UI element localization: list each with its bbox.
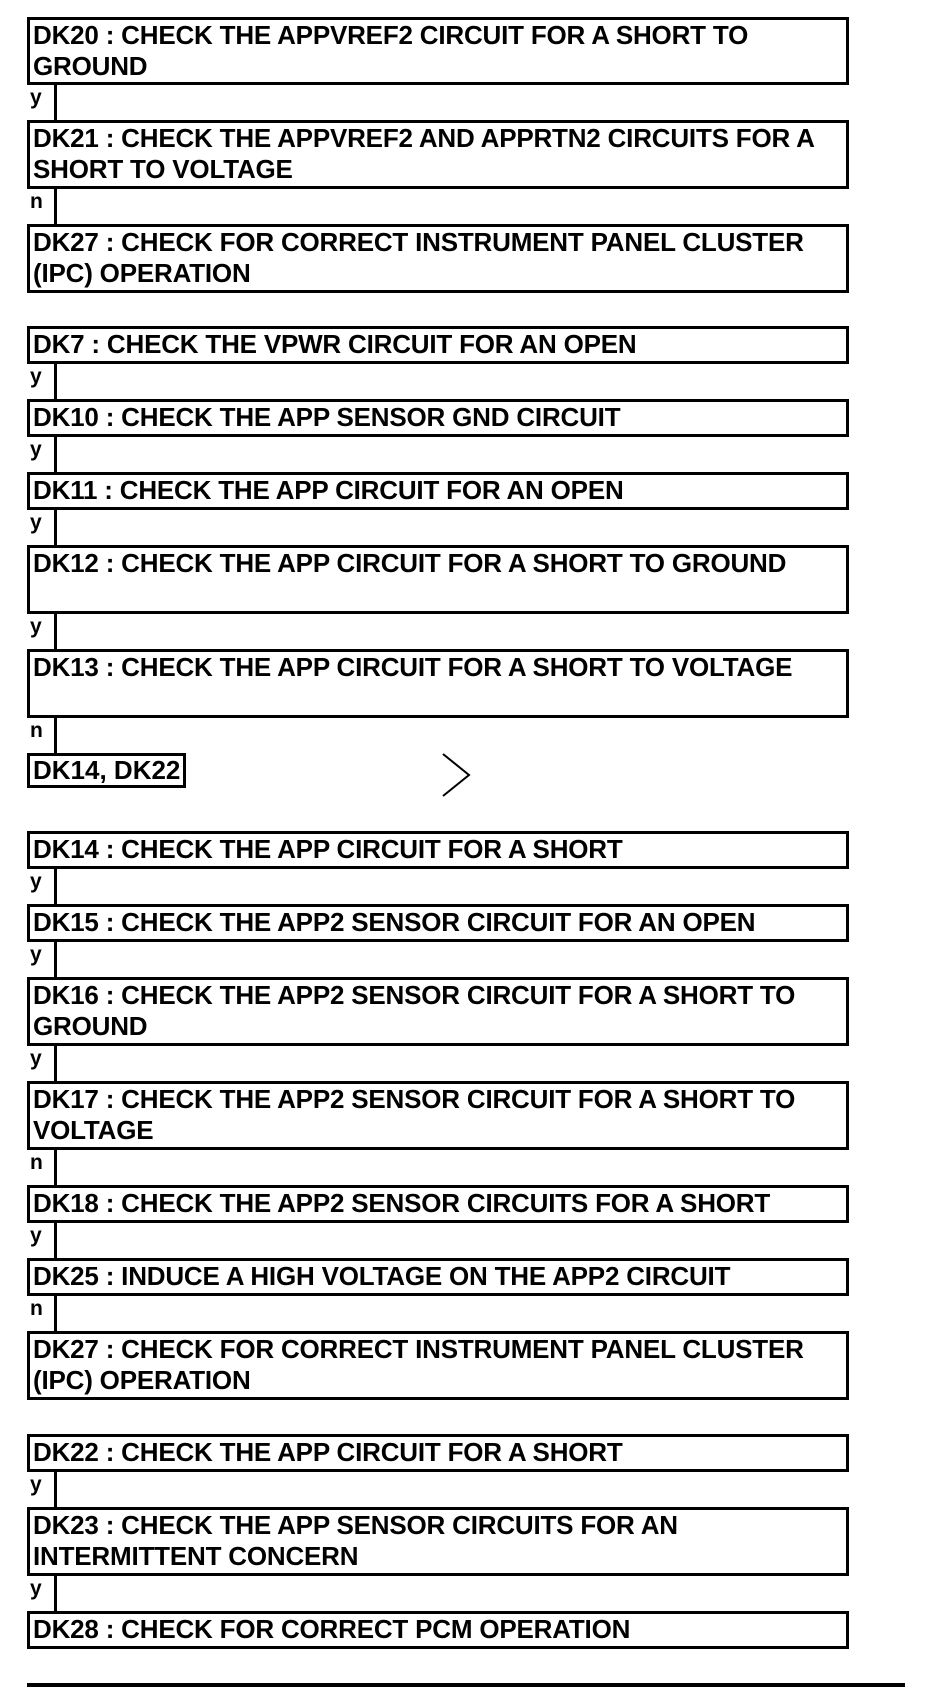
node-dk23: DK23 : CHECK THE APP SENSOR CIRCUITS FOR… [27,1507,849,1576]
node-dk17: DK17 : CHECK THE APP2 SENSOR CIRCUIT FOR… [27,1081,849,1150]
connector [54,510,57,545]
connector [54,718,57,753]
chevron-right-icon [442,753,471,797]
node-dk22: DK22 : CHECK THE APP CIRCUIT FOR A SHORT [27,1434,849,1472]
connector [54,869,57,904]
edge-label: n [30,190,43,213]
node-dk15: DK15 : CHECK THE APP2 SENSOR CIRCUIT FOR… [27,904,849,942]
reference-box: DK14, DK22 [27,753,187,788]
bottom-divider [27,1683,905,1687]
edge-label: n [30,1297,43,1320]
node-dk13: DK13 : CHECK THE APP CIRCUIT FOR A SHORT… [27,649,849,718]
connector [54,1296,57,1331]
edge-label: y [30,1047,42,1070]
connector [54,364,57,399]
connector [54,942,57,977]
connector [54,1150,57,1185]
edge-label: y [30,1224,42,1247]
node-dk11: DK11 : CHECK THE APP CIRCUIT FOR AN OPEN [27,472,849,510]
node-dk18: DK18 : CHECK THE APP2 SENSOR CIRCUITS FO… [27,1185,849,1223]
edge-label: n [30,1151,43,1174]
connector [54,1223,57,1258]
node-dk28: DK28 : CHECK FOR CORRECT PCM OPERATION [27,1611,849,1649]
node-dk7: DK7 : CHECK THE VPWR CIRCUIT FOR AN OPEN [27,326,849,364]
node-dk27b: DK27 : CHECK FOR CORRECT INSTRUMENT PANE… [27,1331,849,1400]
node-dk10: DK10 : CHECK THE APP SENSOR GND CIRCUIT [27,399,849,437]
node-dk20: DK20 : CHECK THE APPVREF2 CIRCUIT FOR A … [27,17,849,85]
edge-label: y [30,870,42,893]
connector [54,1576,57,1611]
connector [54,614,57,649]
node-dk21: DK21 : CHECK THE APPVREF2 AND APPRTN2 CI… [27,120,849,189]
edge-label: y [30,438,42,461]
connector [54,85,57,120]
edge-label: y [30,86,42,109]
connector [54,1472,57,1507]
edge-label: y [30,1473,42,1496]
edge-label: y [30,1577,42,1600]
edge-label: y [30,511,42,534]
node-dk16: DK16 : CHECK THE APP2 SENSOR CIRCUIT FOR… [27,977,849,1046]
edge-label: y [30,365,42,388]
edge-label: y [30,943,42,966]
edge-label: y [30,615,42,638]
node-dk27a: DK27 : CHECK FOR CORRECT INSTRUMENT PANE… [27,224,849,293]
node-dk25: DK25 : INDUCE A HIGH VOLTAGE ON THE APP2… [27,1258,849,1296]
node-dk14: DK14 : CHECK THE APP CIRCUIT FOR A SHORT [27,831,849,869]
connector [54,437,57,472]
connector [54,189,57,224]
node-dk12: DK12 : CHECK THE APP CIRCUIT FOR A SHORT… [27,545,849,614]
connector [54,1046,57,1081]
edge-label: n [30,719,43,742]
